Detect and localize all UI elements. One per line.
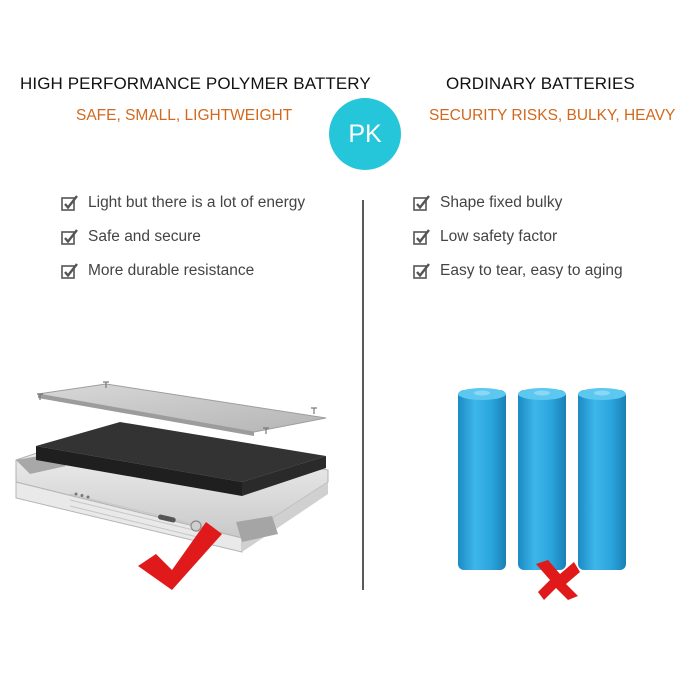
checkbox-check-icon <box>61 263 78 279</box>
feature-text: Shape fixed bulky <box>440 194 563 211</box>
pk-badge-label: PK <box>348 119 382 148</box>
red-x-mark-icon <box>536 560 580 600</box>
polymer-powerbank-illustration <box>15 381 329 590</box>
list-item: Light but there is a lot of energy <box>60 186 305 220</box>
checkbox-check-icon <box>413 195 430 211</box>
list-item: Easy to tear, easy to aging <box>412 254 623 288</box>
battery-cell-2 <box>518 388 566 570</box>
feature-text: Easy to tear, easy to aging <box>440 262 623 279</box>
checkbox-check-icon <box>413 263 430 279</box>
checkbox-check-icon <box>61 229 78 245</box>
feature-text: Light but there is a lot of energy <box>88 194 306 211</box>
feature-text: Safe and secure <box>88 228 201 245</box>
list-item: Safe and secure <box>60 220 305 254</box>
polymer-feature-list: Light but there is a lot of energy Safe … <box>60 186 305 288</box>
checkbox-check-icon <box>413 229 430 245</box>
list-item: Low safety factor <box>412 220 623 254</box>
column-divider <box>362 200 364 590</box>
red-check-mark-icon <box>138 522 222 590</box>
ordinary-batteries-subtitle: SECURITY RISKS, BULKY, HEAVY <box>429 107 676 124</box>
list-item: More durable resistance <box>60 254 305 288</box>
checkbox-check-icon <box>61 195 78 211</box>
feature-text: More durable resistance <box>88 262 255 279</box>
ordinary-feature-list: Shape fixed bulky Low safety factor Easy… <box>412 186 623 288</box>
pk-badge: PK <box>329 98 401 170</box>
ordinary-cells-illustration <box>458 388 626 600</box>
ordinary-batteries-title: ORDINARY BATTERIES <box>446 74 635 93</box>
list-item: Shape fixed bulky <box>412 186 623 220</box>
feature-text: Low safety factor <box>440 228 558 245</box>
battery-cell-1 <box>458 388 506 570</box>
battery-cell-3 <box>578 388 626 570</box>
polymer-battery-subtitle: SAFE, SMALL, LIGHTWEIGHT <box>76 107 293 124</box>
polymer-battery-title: HIGH PERFORMANCE POLYMER BATTERY <box>20 74 371 93</box>
